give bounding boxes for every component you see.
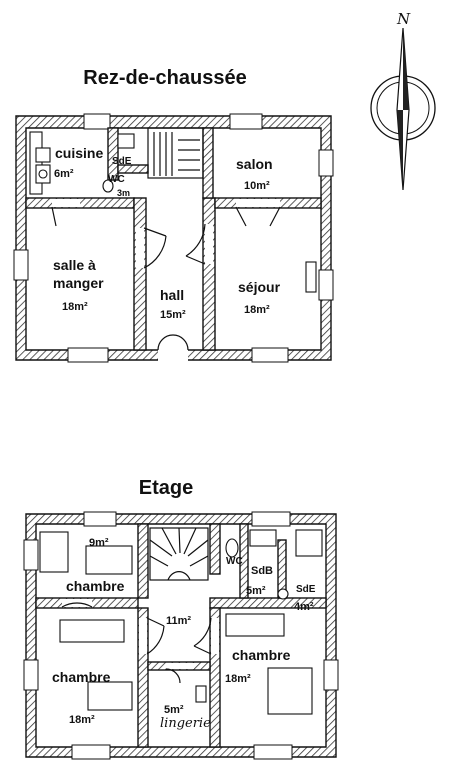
compass: N xyxy=(370,10,436,191)
room-landing-area: 11m² xyxy=(166,615,191,627)
room-hall-area: 15m² xyxy=(160,309,186,321)
room-cuisine-area: 6m² xyxy=(54,168,74,180)
ground-staircase xyxy=(147,127,204,179)
room-salle-name-1: salle à xyxy=(53,257,96,273)
room-sde-name: SdE xyxy=(112,156,132,167)
upper-floor-plan xyxy=(23,511,339,760)
room-chambre-nw-area: 9m² xyxy=(89,537,109,549)
upper-staircase xyxy=(149,527,209,581)
room-wc-area: 3m xyxy=(117,188,130,198)
room-salle-name-2: manger xyxy=(53,275,104,291)
room-chambre-se-name: chambre xyxy=(232,647,291,663)
room-sejour-name: séjour xyxy=(238,279,281,295)
compass-north-label: N xyxy=(396,10,411,28)
room-lingerie-area: 5m² xyxy=(164,704,184,716)
room-chambre-sw-name: chambre xyxy=(52,669,111,685)
room-sdb-area: 5m² xyxy=(246,585,266,597)
room-sde-name-upper: SdE xyxy=(296,584,316,595)
upper-floor-title: Etage xyxy=(139,477,193,499)
room-chambre-nw-name: chambre xyxy=(66,578,125,594)
room-chambre-se-area: 18m² xyxy=(225,673,251,685)
room-hall-name: hall xyxy=(160,287,184,303)
room-wc-name: WC xyxy=(108,174,125,185)
room-cuisine-name: cuisine xyxy=(55,145,103,161)
room-sejour-area: 18m² xyxy=(244,304,270,316)
room-wc-name-upper: WC xyxy=(226,556,243,567)
room-sdb-name: SdB xyxy=(251,565,273,577)
room-sde-area-upper: 4m² xyxy=(294,601,314,613)
room-salle-area: 18m² xyxy=(62,301,88,313)
ground-floor-labels: cuisine 6m² SdE WC 3m salon 10m² salle à… xyxy=(53,145,281,321)
ground-floor-plan xyxy=(13,113,334,363)
room-salon-area: 10m² xyxy=(244,180,270,192)
ground-floor-title: Rez-de-chaussée xyxy=(83,67,246,89)
room-chambre-sw-area: 18m² xyxy=(69,714,95,726)
room-lingerie-name: lingerie xyxy=(160,716,211,731)
upper-floor-labels: 9m² chambre 11m² WC SdB 5m² SdE 4m² cham… xyxy=(52,537,316,731)
room-salon-name: salon xyxy=(236,156,273,172)
